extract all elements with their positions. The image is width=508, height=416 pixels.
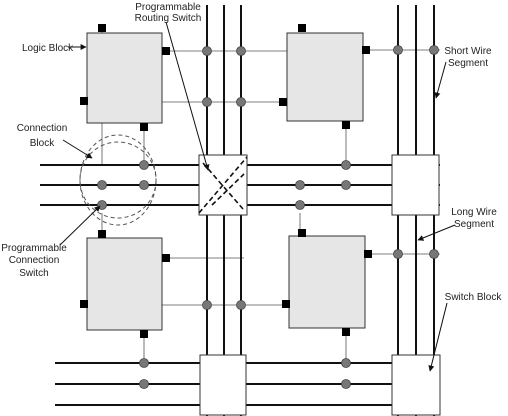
label-long-wire-1: Long Wire: [451, 207, 497, 218]
switch-nodes: [97, 45, 439, 389]
label-prog-conn-1: Programmable: [1, 243, 67, 254]
connection-block-region: [79, 134, 157, 226]
label-logic-block: Logic Block: [22, 43, 74, 54]
routing-switch-diagonals: [198, 156, 248, 214]
logic-blocks: [86, 32, 366, 331]
label-connection-block-1: Connection: [17, 123, 68, 134]
logic-block-bottom-left: [86, 237, 163, 331]
label-prog-conn-2: Connection: [9, 255, 60, 266]
switch-block-bottom-left: [199, 354, 247, 416]
label-short-wire-2: Segment: [448, 58, 488, 69]
logic-block-top-right: [286, 32, 364, 122]
connection-block-outline: [79, 141, 157, 219]
switch-blocks: [198, 154, 441, 416]
logic-block-pins: [80, 24, 372, 338]
logic-block-top-left: [86, 32, 163, 124]
switch-block-top-right: [391, 154, 440, 216]
label-switch-block: Switch Block: [445, 292, 503, 303]
annotation-arrows: [59, 21, 456, 372]
switch-block-bottom-right: [391, 354, 441, 416]
logic-block-bottom-right: [288, 235, 366, 329]
label-connection-block-2: Block: [30, 138, 55, 149]
label-short-wire-1: Short Wire: [444, 46, 492, 57]
label-long-wire-2: Segment: [454, 219, 494, 230]
label-routing-switch-1: Programmable: [135, 2, 201, 13]
label-routing-switch-2: Routing Switch: [135, 13, 202, 24]
label-prog-conn-3: Switch: [19, 268, 48, 279]
